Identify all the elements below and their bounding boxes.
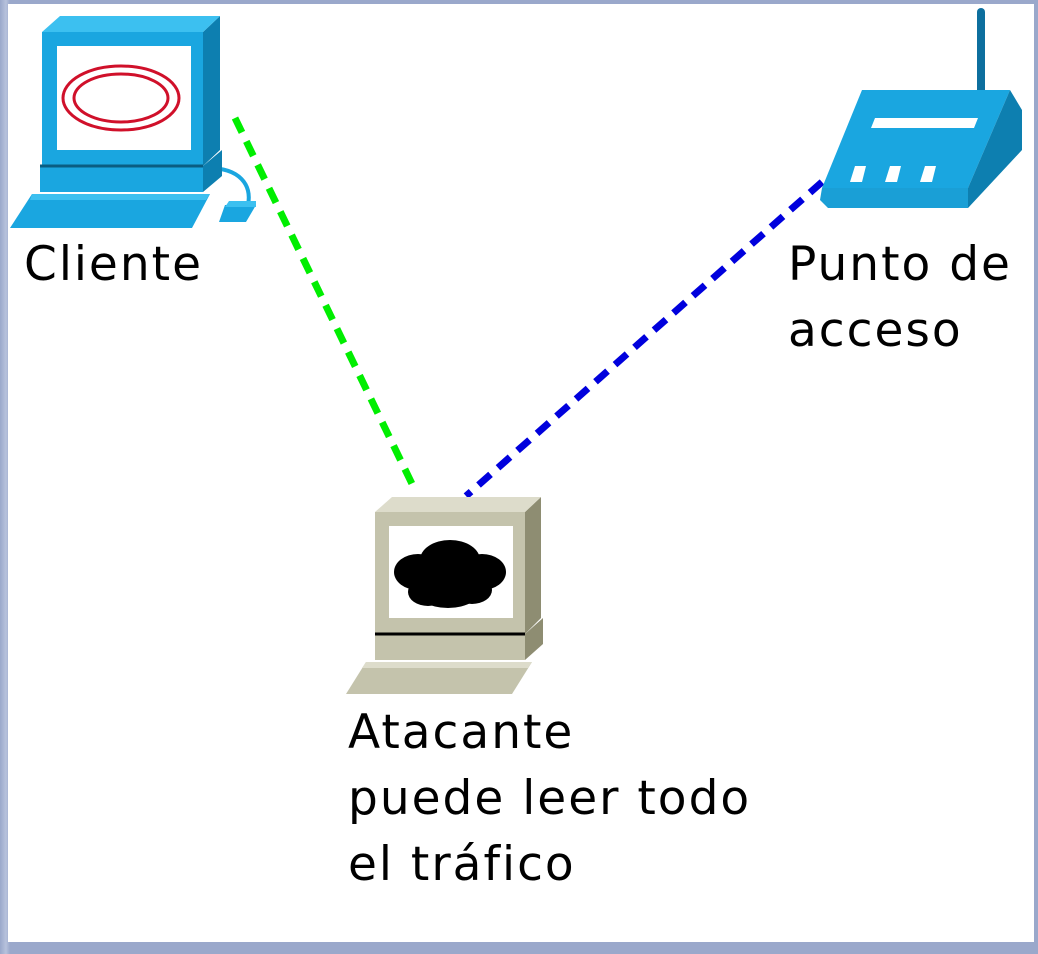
wireless-access-point-icon bbox=[820, 8, 1022, 208]
attacker-label-line2: puede leer todo bbox=[348, 771, 752, 826]
attacker-computer-icon bbox=[346, 497, 543, 694]
access-point-label: Punto de acceso bbox=[788, 232, 1012, 364]
link-client-attacker bbox=[231, 116, 419, 492]
link-accesspoint-attacker bbox=[463, 179, 825, 499]
dark-cloud-icon bbox=[394, 540, 506, 608]
attacker-label-line1: Atacante bbox=[348, 705, 575, 760]
access-point-label-line1: Punto de bbox=[788, 237, 1012, 292]
attacker-label: Atacante puede leer todo el tráfico bbox=[348, 700, 751, 898]
client-label: Cliente bbox=[24, 232, 203, 298]
attacker-label-line3: el tráfico bbox=[348, 837, 576, 892]
access-point-label-line2: acceso bbox=[788, 303, 963, 358]
client-computer-icon bbox=[10, 16, 256, 228]
client-label-text: Cliente bbox=[24, 237, 203, 292]
